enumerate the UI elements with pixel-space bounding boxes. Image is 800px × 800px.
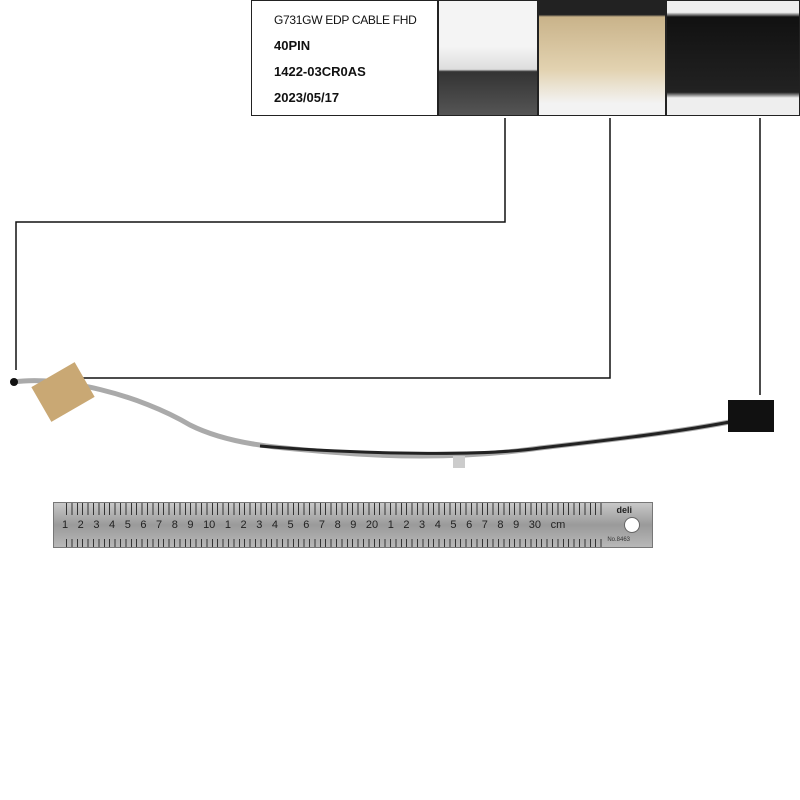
- connector-photo-1: [438, 0, 538, 116]
- ruler-model: No.8463: [607, 537, 630, 543]
- right-connector: [728, 400, 774, 432]
- ruler: 1 2 3 4 5 6 7 8 9 10 1 2 3 4 5 6 7 8 9 2…: [53, 502, 653, 548]
- label-line-pins: 40PIN: [274, 38, 311, 53]
- pointer-line-2: [75, 118, 611, 379]
- pointer-line-1: [15, 118, 506, 370]
- label-line-model: G731GW EDP CABLE FHD: [274, 13, 417, 27]
- cable-clip: [453, 456, 465, 468]
- ruler-ticks-bottom: [66, 539, 602, 547]
- cable: [13, 378, 741, 459]
- label-line-date: 2023/05/17: [274, 90, 340, 105]
- ruler-hole: [624, 517, 640, 533]
- cable-black-section: [259, 418, 741, 455]
- label-line-partnumber: 1422-03CR0AS: [274, 64, 366, 79]
- ruler-brand: deli: [616, 505, 632, 515]
- cable-end: [10, 378, 18, 386]
- connector-photo-2: [538, 0, 666, 116]
- left-connector-tape: [31, 362, 95, 422]
- ruler-ticks-top: [66, 503, 602, 515]
- ruler-numbers: 1 2 3 4 5 6 7 8 9 10 1 2 3 4 5 6 7 8 9 2…: [62, 519, 566, 531]
- product-label: G731GW EDP CABLE FHD 40PIN 1422-03CR0AS …: [251, 0, 438, 116]
